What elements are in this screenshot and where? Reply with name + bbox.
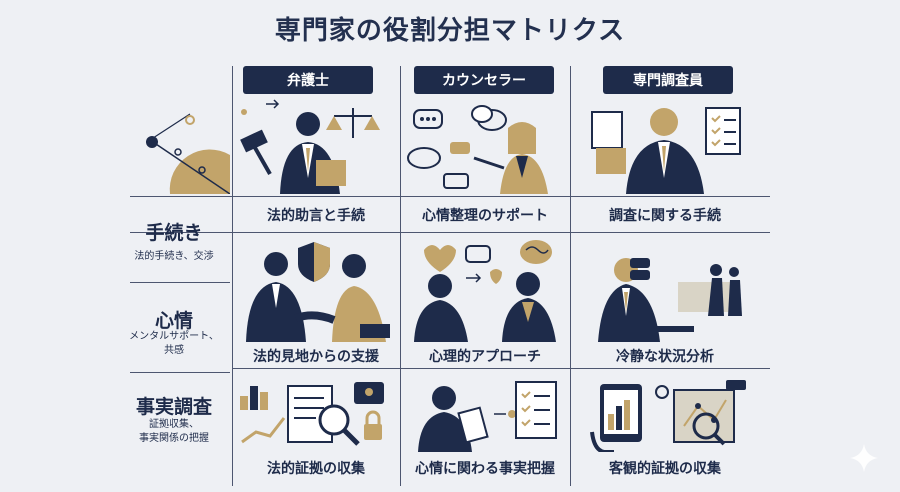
grid-divider <box>130 372 230 373</box>
row-title-emotion: 心情 <box>154 310 193 332</box>
cell-counselor-fact: 心情に関わる事実把握 <box>415 461 555 477</box>
row-subtitle-fact-line1: 証拠収集、 <box>149 419 199 430</box>
row-title-procedure: 手続き <box>145 222 203 244</box>
cell-counselor-procedure: 心情整理のサポート <box>422 208 548 224</box>
row-subtitle-emotion-line2: 共感 <box>164 345 184 356</box>
grid-divider <box>130 282 230 283</box>
legal-evidence-icon <box>240 382 384 446</box>
cell-investigator-procedure: 調査に関する手続 <box>609 208 721 224</box>
psychological-approach-icon <box>414 240 556 342</box>
row-title-fact-finding: 事実調査 <box>135 396 212 418</box>
column-header-lawyer: 弁護士 <box>243 66 373 94</box>
cell-lawyer-emotion: 法的見地からの支援 <box>253 349 379 365</box>
sparkle-icon <box>850 444 878 472</box>
row-subtitle-fact-line2: 事実関係の把握 <box>139 433 209 444</box>
grid-divider <box>570 66 571 486</box>
row-subtitle-procedure: 法的手続き、交渉 <box>134 251 214 262</box>
lawyer-with-gavel-icon <box>240 99 380 194</box>
column-header-counselor: カウンセラー <box>414 66 554 94</box>
grid-divider <box>130 196 770 197</box>
grid-divider <box>130 232 770 233</box>
cell-investigator-emotion: 冷静な状況分析 <box>616 349 714 365</box>
cell-counselor-emotion: 心理的アプローチ <box>429 349 541 365</box>
column-header-investigator: 専門調査員 <box>603 66 733 94</box>
counselor-fact-check-icon <box>418 381 557 452</box>
corner-decoration-icon <box>146 113 230 194</box>
grid-divider <box>232 368 770 369</box>
row-subtitle-emotion-line1: メンタルサポート、 <box>129 331 219 342</box>
cell-investigator-fact: 客観的証拠の収集 <box>609 461 721 477</box>
handshake-icon <box>246 242 390 342</box>
counselor-with-speech-bubbles-icon <box>407 105 548 194</box>
objective-evidence-icon <box>590 380 746 452</box>
grid-divider <box>400 66 401 486</box>
investigator-with-documents-icon <box>591 107 741 194</box>
binoculars-analysis-icon <box>598 258 742 342</box>
page-title: 専門家の役割分担マトリクス <box>274 16 626 46</box>
grid-divider <box>232 66 233 486</box>
cell-lawyer-procedure: 法的助言と手続 <box>267 208 365 224</box>
cell-lawyer-fact: 法的証拠の収集 <box>267 461 365 477</box>
